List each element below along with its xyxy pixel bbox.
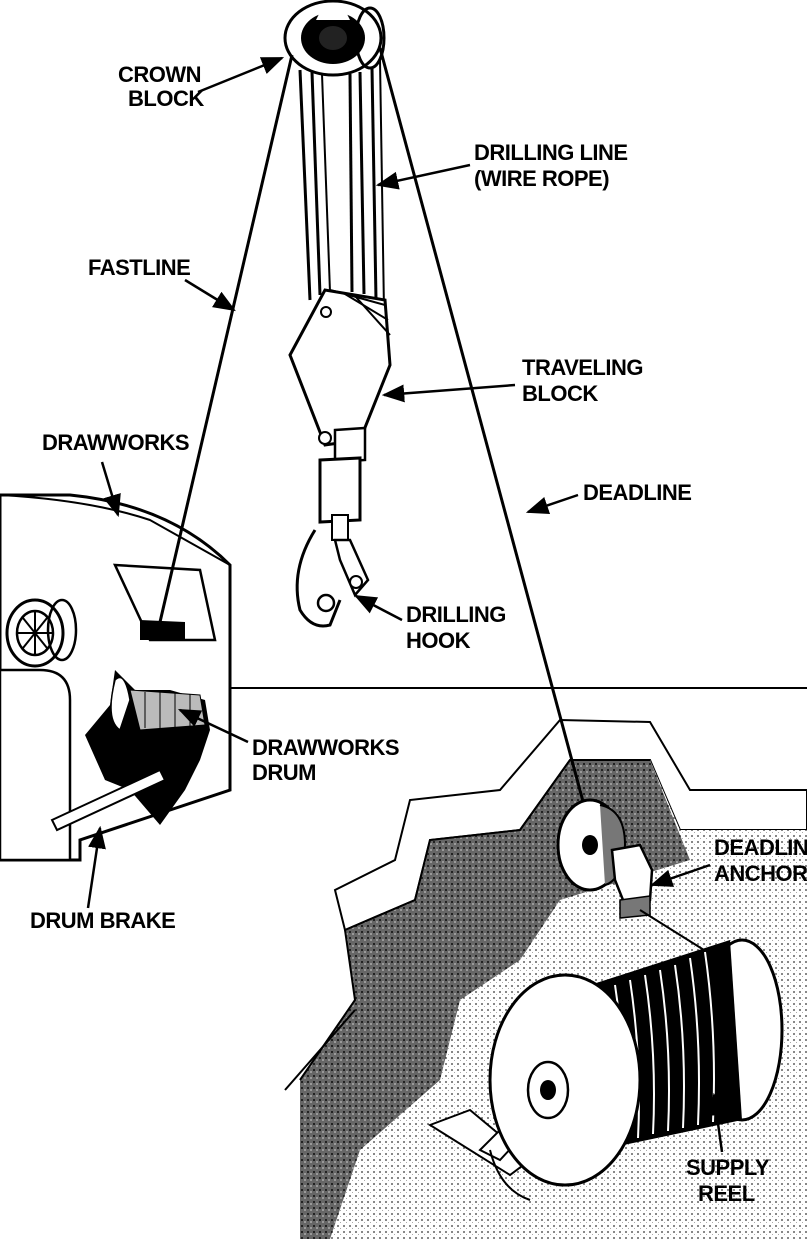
label-drawworks: DRAWWORKS (42, 430, 189, 455)
label-drilling-hook-1: DRILLING (406, 602, 506, 627)
arrow-deadline-anchor (649, 863, 711, 887)
fastline (158, 54, 294, 623)
label-supply-reel-1: SUPPLY (686, 1155, 770, 1180)
label-drilling-hook-2: HOOK (406, 628, 471, 653)
arrow-drawworks-drum (177, 708, 249, 744)
label-drum-brake: DRUM BRAKE (30, 908, 175, 933)
label-crown-block-1: CROWN (118, 62, 201, 87)
label-traveling-block-2: BLOCK (522, 381, 598, 406)
label-drawworks-drum-1: DRAWWORKS (252, 735, 399, 760)
arrow-fastline (184, 278, 236, 312)
label-deadline-anchor-1: DEADLINE (714, 835, 807, 860)
label-drawworks-drum-2: DRUM (252, 760, 316, 785)
arrow-supply-reel (707, 1092, 726, 1153)
arrow-drawworks (100, 461, 121, 518)
drilling-line-strands (298, 59, 385, 311)
label-fastline: FASTLINE (88, 255, 190, 280)
label-deadline: DEADLINE (583, 480, 691, 505)
arrow-drilling-line (375, 163, 471, 190)
label-drilling-line-2: (WIRE ROPE) (474, 166, 609, 191)
arrow-deadline (525, 493, 579, 515)
arrow-traveling-block (381, 383, 516, 403)
drilling-hook (295, 456, 370, 628)
labels: CROWN BLOCK DRILLING LINE (WIRE ROPE) FA… (30, 62, 807, 1206)
drawworks (0, 493, 232, 862)
supply-reel (427, 938, 784, 1201)
arrow-drum-brake (86, 825, 106, 909)
crown-block (283, 0, 386, 77)
drawworks-wheel (5, 598, 78, 668)
drum-brake-lever (50, 768, 167, 832)
label-deadline-anchor-2: ANCHOR (714, 861, 807, 886)
label-supply-reel-2: REEL (698, 1181, 755, 1206)
leader-arrows (86, 56, 726, 1153)
label-traveling-block-1: TRAVELING (522, 355, 643, 380)
arrow-drilling-hook (354, 594, 403, 622)
traveling-block (288, 288, 392, 464)
arrow-crown-block (197, 56, 285, 94)
label-crown-block-2: BLOCK (128, 86, 204, 111)
drawworks-drum (85, 670, 210, 825)
label-drilling-line-1: DRILLING LINE (474, 140, 628, 165)
